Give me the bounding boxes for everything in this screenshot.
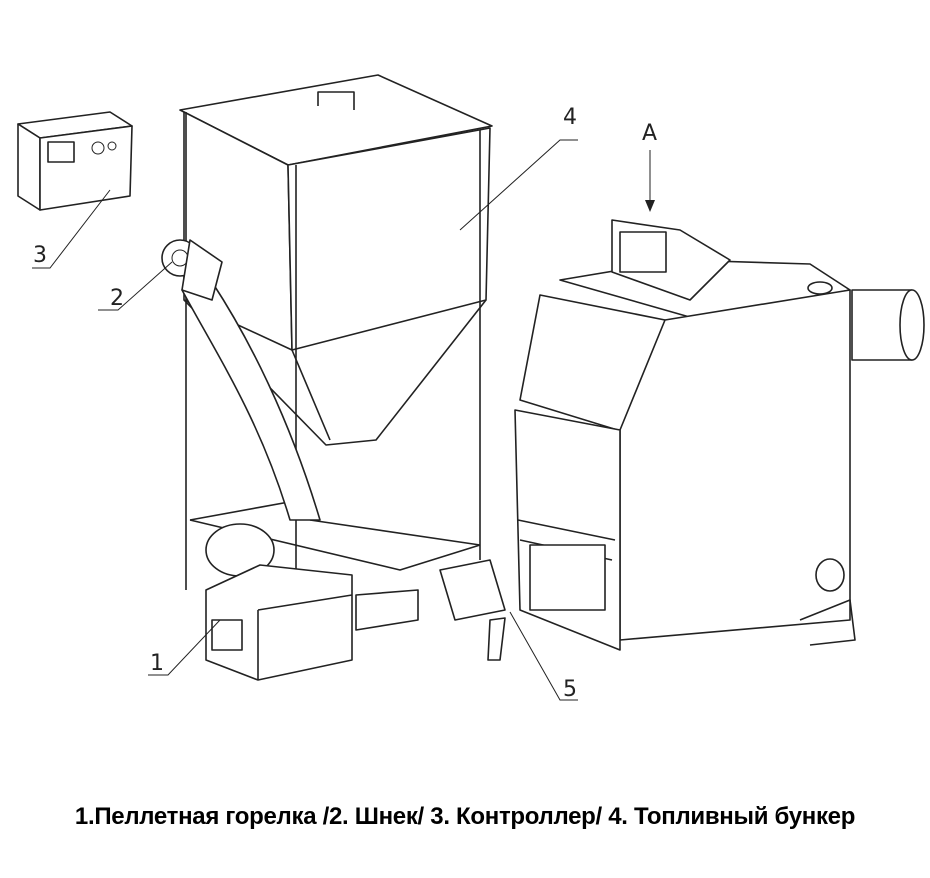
label-2: 2 [110,286,124,311]
label-5: 5 [563,677,577,702]
ash-tool [439,559,506,661]
label-a: A [642,121,657,146]
label-4: 4 [563,105,577,130]
label-3: 3 [33,243,47,268]
controller-unit [17,111,133,211]
fuel-hopper [179,74,493,600]
boiler [514,219,925,651]
leader-lines [32,139,655,701]
label-1: 1 [150,651,164,676]
auger [161,239,321,521]
figure-caption: 1.Пеллетная горелка /2. Шнек/ 3. Контрол… [74,803,856,830]
pellet-burner [205,523,419,681]
